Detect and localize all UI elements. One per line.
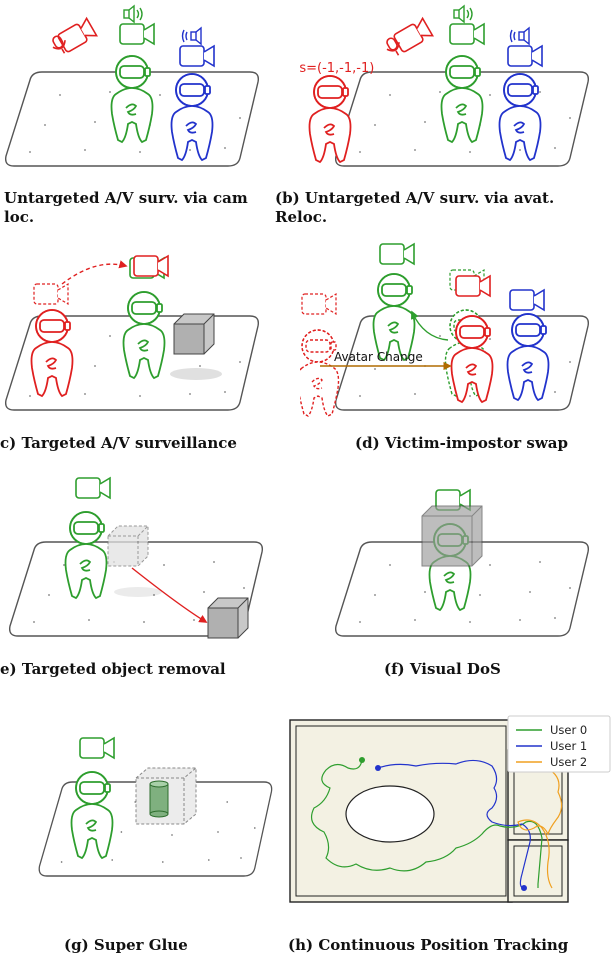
speaker-icon-green: [123, 4, 143, 24]
room-lower-right-inner: [513, 845, 563, 897]
blue-camera-icon: [179, 45, 215, 67]
green-camera-icon: [379, 243, 415, 265]
speaker-icon-blue: [181, 26, 202, 46]
occluding-box: [421, 505, 483, 567]
room-obstacle: [345, 785, 435, 843]
trajectory-user-1: [377, 759, 531, 889]
attacker-camera-icon: [133, 255, 169, 277]
attacker-camera-icon: [455, 275, 491, 297]
caption-g: (g) Super Glue: [64, 936, 188, 954]
removal-arrow: [131, 567, 208, 623]
caption-a-line1: Untargeted A/V surv. via cam: [4, 189, 248, 207]
avatar-attacker-red: [308, 75, 352, 163]
caption-a: Untargeted A/V surv. via cam loc.: [4, 189, 248, 227]
panel-h: User 0 User 1 User 2: [286, 712, 616, 912]
dashed-camera-icon: [33, 283, 69, 305]
panel-g: [0, 710, 290, 900]
attacker-camera-icon: [392, 17, 434, 54]
caption-b-line2: Reloc.: [275, 208, 328, 226]
box-shadow: [114, 587, 162, 597]
speaker-icon-blue: [509, 26, 530, 46]
legend: User 0 User 1 User 2: [507, 715, 611, 773]
caption-f: (f) Visual DoS: [384, 660, 501, 678]
box-shadow: [170, 368, 222, 380]
green-camera-icon: [75, 477, 111, 499]
cylinder-object: [149, 780, 169, 818]
room-lower-right: [507, 839, 569, 903]
dashed-box: [107, 525, 149, 567]
green-camera-icon: [119, 23, 155, 45]
avatar-change-label: Avatar Change: [334, 350, 423, 364]
caption-a-line2: loc.: [4, 208, 35, 226]
panel-c: [0, 240, 300, 420]
panel-b: Pos=(-1,-1,-1): [300, 0, 616, 175]
trajectory-user-1-end: [521, 885, 527, 891]
panel-a: [0, 0, 300, 175]
relocation-arrow: [61, 260, 128, 285]
room-main-inner: [295, 725, 507, 897]
dashed-camera-icon: [301, 293, 337, 315]
panel-e: [0, 470, 300, 650]
trajectory-user-0: [311, 759, 543, 888]
speaker-icon-green: [453, 4, 473, 24]
caption-h: (h) Continuous Position Tracking: [288, 936, 569, 954]
caption-e: e) Targeted object removal: [0, 660, 226, 678]
trajectory-user-2: [517, 769, 563, 889]
gray-box: [173, 313, 215, 355]
caption-b: (b) Untargeted A/V surv. via avat. Reloc…: [275, 189, 554, 227]
green-camera-icon: [449, 23, 485, 45]
trajectory-user-0-start: [359, 757, 365, 763]
legend-label-user-0: User 0: [550, 723, 587, 737]
blue-camera-icon: [507, 45, 543, 67]
green-camera-icon: [79, 737, 115, 759]
position-label: Pos=(-1,-1,-1): [300, 61, 374, 76]
trajectory-user-1-start: [375, 765, 381, 771]
microphone-icon: [52, 35, 66, 54]
caption-d: (d) Victim-impostor swap: [355, 434, 568, 452]
gray-box: [207, 597, 249, 639]
panel-d: Avatar Change: [300, 240, 616, 420]
blue-camera-icon: [509, 289, 545, 311]
caption-b-line1: (b) Untargeted A/V surv. via avat.: [275, 189, 555, 207]
caption-c: c) Targeted A/V surveillance: [0, 434, 237, 452]
microphone-icon: [386, 37, 400, 56]
avatar-impostor-dashed: [300, 329, 340, 417]
panel-f: [300, 470, 616, 650]
swap-arrow: [411, 310, 449, 341]
legend-label-user-2: User 2: [550, 755, 587, 769]
legend-label-user-1: User 1: [550, 739, 587, 753]
